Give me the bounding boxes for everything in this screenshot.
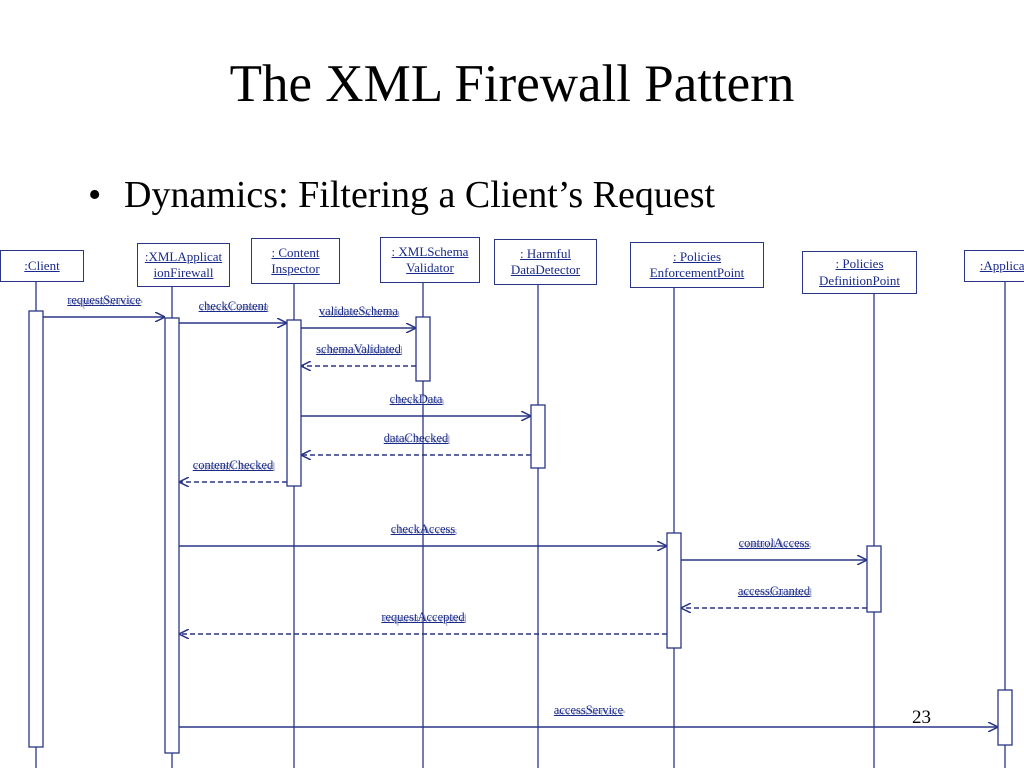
object-label: :Applicat bbox=[979, 257, 1024, 273]
object-box-app: :Applicat bbox=[964, 250, 1024, 282]
message-label: accessService bbox=[554, 703, 626, 720]
object-box-inspector: : Content Inspector bbox=[251, 238, 340, 284]
object-label: : Policies EnforcementPoint bbox=[649, 248, 745, 280]
bullet-text: Dynamics: Filtering a Client’s Request bbox=[124, 174, 716, 216]
object-label: : Content Inspector bbox=[271, 244, 320, 276]
activation-bar-schema bbox=[415, 316, 431, 382]
object-label: : Policies DefinitionPoint bbox=[819, 256, 900, 288]
message-label: requestService bbox=[67, 293, 142, 310]
object-box-pdp: : Policies DefinitionPoint bbox=[802, 251, 917, 294]
activation-bar-pep bbox=[666, 532, 682, 649]
object-box-pep: : Policies EnforcementPoint bbox=[630, 242, 764, 288]
message-label: schemaValidated bbox=[316, 342, 402, 359]
message-label: checkData bbox=[390, 392, 444, 409]
activation-bar-pdp bbox=[866, 545, 882, 613]
object-label: : Harmful DataDetector bbox=[510, 245, 581, 277]
message-label: requestAccepted bbox=[381, 610, 467, 627]
object-box-schema: : XMLSchema Validator bbox=[380, 237, 480, 283]
slide-title: The XML Firewall Pattern bbox=[229, 55, 795, 113]
activation-bar-client bbox=[28, 310, 44, 748]
message-label: controlAccess bbox=[739, 536, 812, 553]
object-label: :XMLApplicat ionFirewall bbox=[144, 248, 223, 280]
message-label: checkContent bbox=[199, 299, 269, 316]
bullet-item: • Dynamics: Filtering a Client’s Request bbox=[88, 176, 715, 214]
activation-bar-firewall bbox=[164, 317, 180, 754]
slide-number: 23 bbox=[912, 707, 931, 728]
activation-bar-app bbox=[997, 689, 1013, 746]
object-label: :Client bbox=[24, 257, 60, 273]
message-label: contentChecked bbox=[193, 458, 275, 475]
object-box-client: :Client bbox=[0, 250, 84, 282]
message-label: validateSchema bbox=[319, 304, 400, 321]
activation-bar-harmful bbox=[530, 404, 546, 469]
message-label: checkAccess bbox=[391, 522, 457, 539]
object-box-harmful: : Harmful DataDetector bbox=[494, 239, 597, 285]
object-label: : XMLSchema Validator bbox=[391, 243, 469, 275]
message-label: accessGranted bbox=[738, 584, 812, 601]
message-label: dataChecked bbox=[384, 431, 450, 448]
bullet-dot-icon: • bbox=[88, 174, 102, 216]
object-box-firewall: :XMLApplicat ionFirewall bbox=[137, 243, 230, 287]
activation-bar-inspector bbox=[286, 319, 302, 487]
